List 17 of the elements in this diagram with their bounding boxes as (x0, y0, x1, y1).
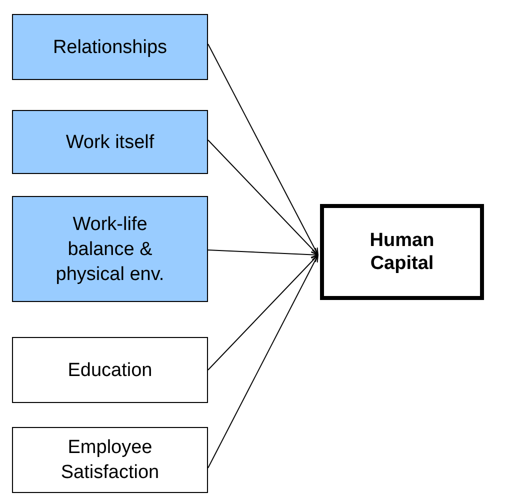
target-box (320, 204, 484, 300)
factor-box (12, 337, 208, 403)
arrow (208, 140, 319, 256)
factor-box (12, 110, 208, 174)
arrow (208, 44, 319, 256)
arrow (208, 250, 319, 258)
arrow (208, 254, 319, 468)
factor-box (12, 427, 208, 493)
factor-box (12, 14, 208, 80)
box-label: Work itself (66, 130, 154, 154)
box-label: Relationships (52, 36, 168, 60)
box-label: Employee Satisfaction (60, 436, 160, 485)
box-label: Education (68, 358, 152, 382)
factor-box (12, 196, 208, 302)
arrow (208, 254, 319, 370)
box-label: Work-life balance & physical env. (54, 212, 166, 286)
box-label: Human Capital (368, 229, 436, 275)
